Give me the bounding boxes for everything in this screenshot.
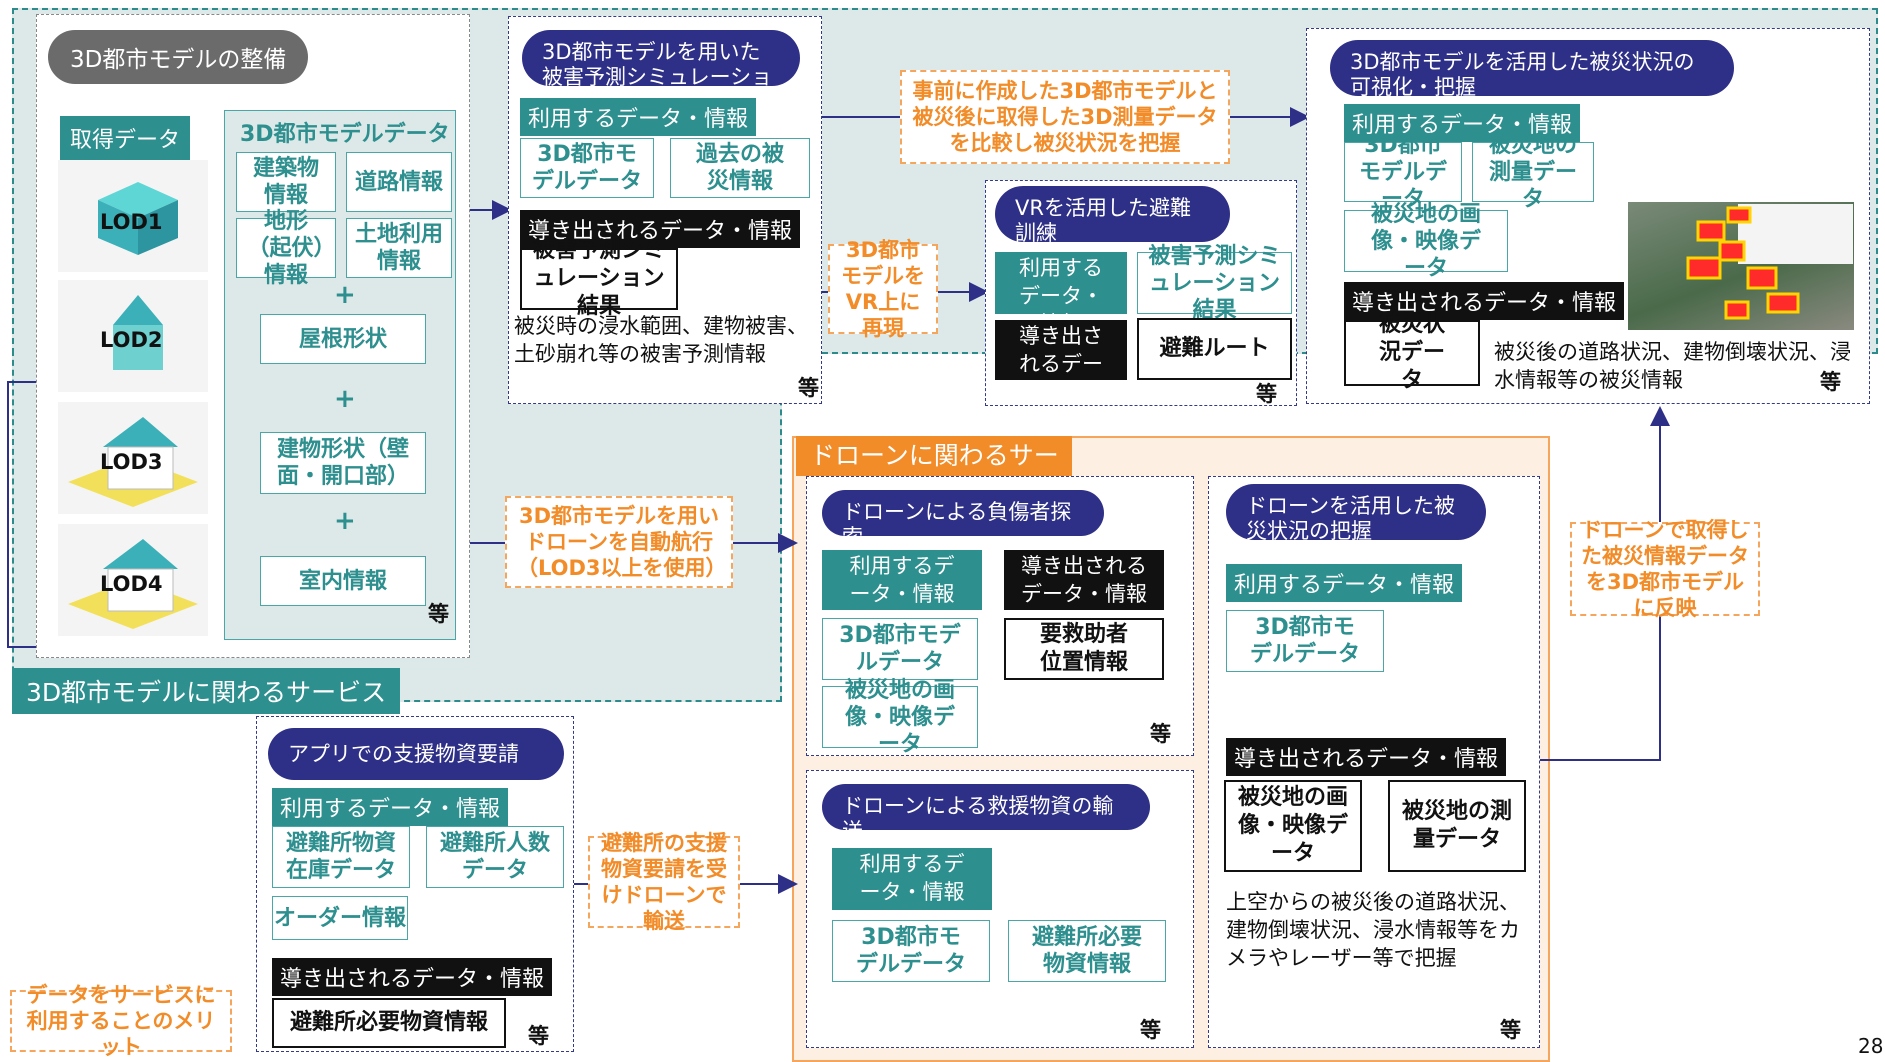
derived-data-label: 導き出されるデータ・情報 xyxy=(1004,550,1164,610)
lod1-image: LOD1 xyxy=(58,160,208,272)
auto-flight-note: 3D都市モデルを用いドローンを自動航行（LOD3以上を使用） xyxy=(505,496,733,588)
drone-grasp-desc: 上空からの被災後の道路状況、建物倒壊状況、浸水情報等をカメラやレーザー等で把握 xyxy=(1226,890,1520,970)
damage-sim-title: 3D都市モデルを用いた被害予測シミュレーション xyxy=(522,30,800,114)
use-data-label: 利用するデータ・情報 xyxy=(1226,564,1463,602)
lod3-image: LOD3 xyxy=(58,402,208,514)
vr-note: 3D都市モデルをVR上に再現 xyxy=(828,238,938,340)
visualize-desc: 被災後の道路状況、建物倒壊状況、浸水情報等の被災情報 xyxy=(1494,340,1851,392)
legend-box: データをサービスに利用することのメリット xyxy=(10,983,232,1059)
lod-label: LOD4 xyxy=(100,572,163,596)
result-box: 被災地の画像・映像データ xyxy=(1224,780,1362,872)
vr-title: VRを活用した避難訓練 xyxy=(995,186,1230,245)
use-data-label: 利用するデータ・情報 xyxy=(832,848,992,910)
use-data-label: 利用するデータ・情報 xyxy=(822,550,982,610)
derived-data-label: 導き出されるデータ・情報 xyxy=(520,210,801,248)
use-data-box: オーダー情報 xyxy=(272,896,408,940)
lod-label: LOD1 xyxy=(100,210,163,234)
vr-use-box: 被害予測シミュレーション結果 xyxy=(1137,244,1292,323)
use-data-box: 3D都市モデルデータ xyxy=(1226,610,1384,672)
etc-label: 等 xyxy=(798,376,819,400)
lod-label: LOD2 xyxy=(100,328,163,352)
use-data-box: 被災地の画像・映像データ xyxy=(1344,202,1508,281)
use-data-box: 3D都市モデルデータ xyxy=(1344,133,1462,212)
etc-label: 等 xyxy=(1150,722,1171,746)
use-data-box: 被災地の画像・映像データ xyxy=(822,678,978,757)
plus-sign: + xyxy=(334,384,356,414)
etc-label: 等 xyxy=(1140,1018,1161,1042)
lod2-image: LOD2 xyxy=(58,280,208,392)
drone-grasp-title: ドローンを活用した被災状況の把握 xyxy=(1226,484,1486,543)
use-data-label: 利用するデータ・情報 xyxy=(272,788,509,826)
use-data-label: 利用するデータ・情報 xyxy=(520,98,757,136)
transport-title: ドローンによる救援物資の輸送 xyxy=(822,784,1150,843)
vr-derived-label: 導き出されるデータ・情報 xyxy=(995,320,1127,404)
rescue-location-box: 要救助者位置情報 xyxy=(1004,618,1164,680)
lod4-image: LOD4 xyxy=(58,524,208,636)
city-model-data-label: 3D都市モデルデータ xyxy=(240,122,450,147)
derived-data-label: 導き出されるデータ・情報 xyxy=(1226,738,1507,776)
land-use-info-box: 土地利用情報 xyxy=(346,218,452,278)
use-data-box: 被災地の測量データ xyxy=(1472,133,1594,212)
lod-label: LOD3 xyxy=(100,450,163,474)
building-shape-box: 建物形状（壁面・開口部） xyxy=(260,432,426,494)
etc-label: 等 xyxy=(1500,1018,1521,1042)
app-title: アプリでの支援物資要請 xyxy=(268,728,564,780)
indoor-info-box: 室内情報 xyxy=(260,556,426,606)
visualize-title: 3D都市モデルを活用した被災状況の可視化・把握 xyxy=(1330,40,1734,99)
reflect-note: ドローンで取得した被災情報データを3D都市モデルに反映 xyxy=(1570,518,1760,620)
derived-data-label: 導き出されるデータ・情報 xyxy=(1344,282,1625,320)
use-data-box: 過去の被災情報 xyxy=(670,138,810,198)
roof-shape-box: 屋根形状 xyxy=(260,314,426,364)
result-box: 避難所必要物資情報 xyxy=(272,998,506,1048)
use-data-box: 避難所物資在庫データ xyxy=(272,826,410,888)
injured-title: ドローンによる負傷者探索 xyxy=(822,490,1104,549)
use-data-box: 避難所必要物資情報 xyxy=(1008,920,1166,982)
page-number: 28 xyxy=(1858,1034,1884,1058)
damage-desc: 被災時の浸水範囲、建物被害、土砂崩れ等の被害予測情報 xyxy=(514,314,808,366)
plus-sign: + xyxy=(334,280,356,310)
use-data-label: 利用するデータ・情報 xyxy=(1344,104,1581,142)
use-data-box: 3D都市モデルデータ xyxy=(520,138,654,198)
damage-photo xyxy=(1628,202,1854,330)
road-info-box: 道路情報 xyxy=(346,152,452,212)
terrain-info-box: 地形（起伏）情報 xyxy=(236,209,336,288)
use-data-box: 3D都市モデルデータ xyxy=(822,618,978,680)
result-box: 被災状況データ xyxy=(1344,312,1480,393)
result-box: 被害予測シミュレーション結果 xyxy=(520,238,678,319)
use-data-box: 避難所人数データ xyxy=(426,826,564,888)
etc-label: 等 xyxy=(528,1024,549,1048)
city-model-title: 3D都市モデルの整備 xyxy=(48,30,309,84)
drone-region-label: ドローンに関わるサービス xyxy=(796,436,1072,510)
vr-use-label: 利用するデータ・情報 xyxy=(995,252,1127,336)
evacuation-route-box: 避難ルート xyxy=(1137,318,1292,380)
region-label: 3D都市モデルに関わるサービス xyxy=(12,668,401,714)
building-info-box: 建築物情報 xyxy=(236,152,336,212)
use-data-box: 3D都市モデルデータ xyxy=(832,920,990,982)
acquired-data-label: 取得データ xyxy=(60,116,191,160)
etc-label: 等 xyxy=(428,602,449,626)
derived-data-label: 導き出されるデータ・情報 xyxy=(272,958,553,996)
result-box: 被災地の測量データ xyxy=(1388,780,1526,872)
etc-label: 等 xyxy=(1820,370,1841,394)
shelter-note: 避難所の支援物資要請を受けドローンで輸送 xyxy=(588,831,740,933)
plus-sign: + xyxy=(334,506,356,536)
compare-note: 事前に作成した3D都市モデルと被災後に取得した3D測量データを比較し被災状況を把… xyxy=(900,70,1230,164)
etc-label: 等 xyxy=(1256,382,1277,406)
